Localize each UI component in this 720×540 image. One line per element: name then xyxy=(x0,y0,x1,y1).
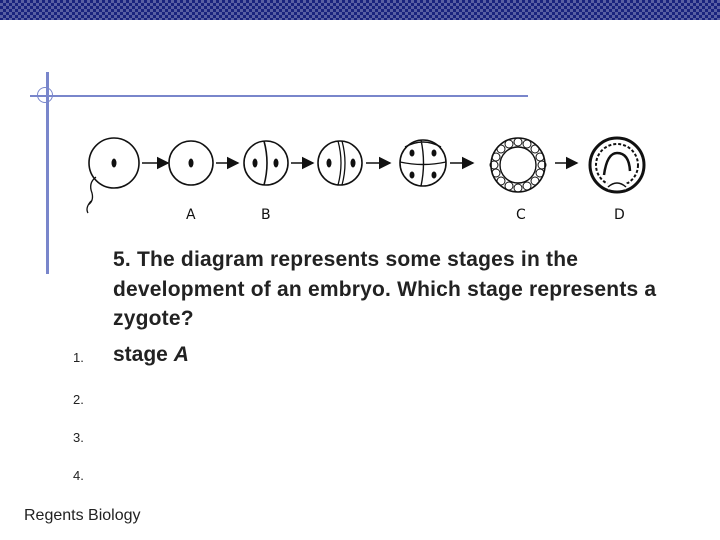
label-d: D xyxy=(614,207,625,223)
stage-c-blastula xyxy=(489,137,547,193)
two-cell-stage xyxy=(317,140,363,186)
choice-number-1: 1. xyxy=(73,350,84,365)
choice-number-2: 2. xyxy=(73,392,84,407)
answer-text: stage A xyxy=(113,343,189,367)
footer-text: Regents Biology xyxy=(24,507,141,524)
question-text: 5. The diagram represents some stages in… xyxy=(113,248,657,330)
vertical-accent-line xyxy=(46,72,49,274)
answer-prefix: stage xyxy=(113,343,168,366)
stage-d-gastrula xyxy=(588,136,646,194)
answer-letter: A xyxy=(173,343,189,366)
crosshair-icon xyxy=(37,87,53,103)
embryo-development-diagram: A B C D xyxy=(86,136,646,223)
choice-number-3: 3. xyxy=(73,430,84,445)
header-bar-pattern xyxy=(0,0,720,20)
stage-b-two-cell xyxy=(243,140,289,186)
four-cell-stage xyxy=(399,139,447,187)
egg-cell xyxy=(86,137,140,214)
label-b: B xyxy=(261,207,271,223)
choice-number-4: 4. xyxy=(73,468,84,483)
header-bar xyxy=(0,0,720,20)
horizontal-accent-line xyxy=(30,95,528,97)
stage-a-zygote xyxy=(168,140,214,186)
label-c: C xyxy=(516,207,526,223)
label-a: A xyxy=(186,207,196,223)
